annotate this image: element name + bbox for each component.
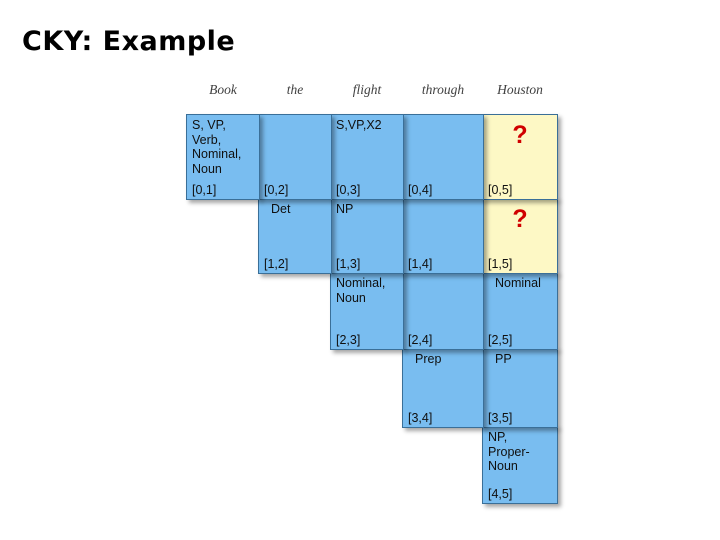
cell-index-label: [0,1] [192, 183, 217, 197]
column-header-houston: Houston [497, 82, 543, 97]
cell-index-label: [0,4] [408, 183, 433, 197]
question-mark-label: ? [512, 121, 528, 149]
column-header-book: Book [209, 82, 237, 97]
chart-cell-3-4[interactable]: Prep [3,4] [402, 348, 484, 428]
question-mark-label: ? [512, 205, 528, 233]
cell-index-label: [2,5] [488, 333, 513, 347]
cell-index-label: [2,3] [336, 333, 361, 347]
cell-index-label: [1,4] [408, 257, 433, 271]
chart-cell-1-4[interactable]: [1,4] [402, 198, 484, 274]
cell-index-label: [1,3] [336, 257, 361, 271]
cell-index-label: [1,2] [264, 257, 289, 271]
chart-cell-0-5[interactable]: ? [0,5] [482, 114, 558, 200]
cell-content-label: PP [495, 352, 512, 366]
chart-cell-4-5[interactable]: NP, Proper- Noun [4,5] [482, 426, 558, 504]
cell-content-label: Det [271, 202, 291, 216]
cell-index-label: [0,2] [264, 183, 289, 197]
cell-index-label: [0,5] [488, 183, 513, 197]
cell-index-label: [3,5] [488, 411, 513, 425]
column-header-flight: flight [352, 82, 382, 97]
page-title: CKY: Example [22, 26, 236, 57]
chart-cell-1-5[interactable]: ? [1,5] [482, 198, 558, 274]
chart-cell-2-5[interactable]: Nominal [2,5] [482, 272, 558, 350]
cell-content-label: Nominal, Noun [336, 276, 386, 305]
cell-content-label: NP [336, 202, 354, 216]
chart-cell-0-4[interactable]: [0,4] [402, 114, 484, 200]
chart-cell-1-2[interactable]: Det [1,2] [258, 198, 332, 274]
cell-index-label: [0,3] [336, 183, 361, 197]
column-header-the: the [286, 82, 304, 97]
cell-content-label: NP, Proper- Noun [488, 430, 530, 473]
chart-cell-3-5[interactable]: PP [3,5] [482, 348, 558, 428]
cky-chart-figure: Book the flight through Houston S, VP, Verb,… [186, 82, 586, 504]
cell-index-label: [3,4] [408, 411, 433, 425]
cell-content-label: Nominal [495, 276, 541, 290]
chart-cell-2-3[interactable]: Nominal, Noun [2,3] [330, 272, 404, 350]
column-header-through: through [421, 82, 465, 97]
chart-cell-0-2[interactable]: [0,2] [258, 114, 332, 200]
chart-cell-2-4[interactable]: [2,4] [402, 272, 484, 350]
chart-cell-0-1[interactable]: S, VP, Verb, Nominal, Noun [0,1] [186, 114, 260, 200]
chart-cell-0-3[interactable]: S,VP,X2 [0,3] [330, 114, 404, 200]
cell-content-label: S, VP, Verb, Nominal, Noun [192, 118, 242, 176]
chart-cell-1-3[interactable]: NP [1,3] [330, 198, 404, 274]
cell-index-label: [1,5] [488, 257, 513, 271]
cell-index-label: [2,4] [408, 333, 433, 347]
cell-content-label: S,VP,X2 [336, 118, 382, 132]
cell-index-label: [4,5] [488, 487, 513, 501]
cell-content-label: Prep [415, 352, 442, 366]
